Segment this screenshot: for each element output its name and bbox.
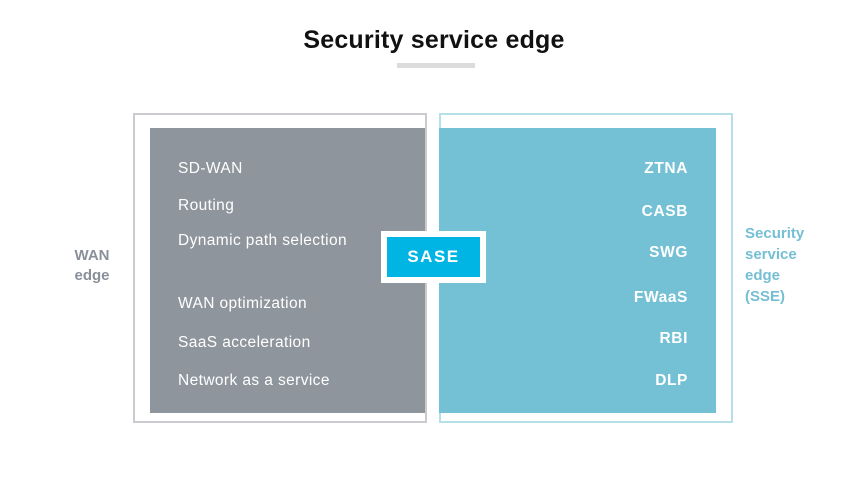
- sase-badge-inner: SASE: [387, 237, 480, 277]
- wan-item-sd-wan: SD-WAN: [178, 160, 243, 177]
- sse-label: Security service edge (SSE): [745, 225, 805, 305]
- wan-item-network-as-a-service: Network as a service: [178, 372, 330, 389]
- wan-item-wan-optimization: WAN optimization: [178, 295, 307, 312]
- sse-item-fwaas: FWaaS: [633, 289, 688, 306]
- sse-item-ztna: ZTNA: [644, 160, 688, 177]
- sse-item-dlp: DLP: [655, 372, 688, 389]
- sase-badge-label: SASE: [407, 247, 460, 266]
- wan-item-routing: Routing: [178, 197, 235, 214]
- wan-item-saas-acceleration: SaaS acceleration: [178, 334, 311, 351]
- sse-item-swg: SWG: [649, 244, 688, 261]
- sse-item-casb: CASB: [641, 203, 688, 220]
- sase-badge: SASE: [381, 231, 486, 283]
- title-underline-bar: [397, 63, 475, 68]
- wan-item-dynamic-path: Dynamic path selection: [178, 232, 348, 249]
- wan-edge-box: SD-WAN Routing Dynamic path selection WA…: [150, 128, 425, 413]
- page-title: Security service edge: [303, 26, 565, 54]
- sse-item-rbi: RBI: [659, 330, 688, 347]
- wan-edge-label: WAN edge: [74, 247, 110, 284]
